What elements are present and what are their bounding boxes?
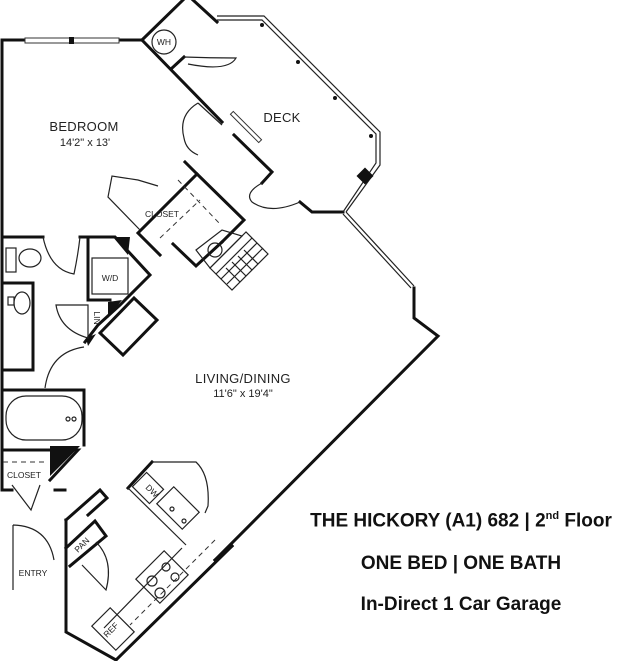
- deck-label: DECK: [263, 110, 300, 125]
- bath-door-swing[interactable]: [42, 236, 81, 275]
- pantry: PAN: [63, 518, 109, 592]
- toilet-icon: [18, 248, 42, 268]
- bedroom-deck-door-swing[interactable]: [182, 102, 199, 156]
- bedroom-window: [24, 37, 120, 44]
- wh-door-swing[interactable]: [183, 56, 238, 68]
- floor-number: 2: [535, 510, 546, 532]
- title-separator: |: [524, 510, 530, 532]
- bedroom-closet-label: CLOSET: [145, 209, 179, 219]
- bedroom-dimensions: 14'2" x 13': [60, 137, 110, 149]
- living-dining-dimensions: 11'6" x 19'4": [213, 388, 273, 400]
- refrigerator-icon: [90, 606, 136, 652]
- entry-closet: CLOSET: [0, 446, 82, 512]
- toilet-tank: [5, 247, 17, 273]
- bedroom-closet: CLOSET: [107, 159, 247, 258]
- deck-railing: [217, 15, 415, 289]
- washer-dryer-icon: [91, 257, 129, 295]
- entry-door-swing[interactable]: [12, 524, 55, 590]
- entry-closet-label: CLOSET: [7, 470, 41, 480]
- deck-door-swing[interactable]: [249, 182, 301, 210]
- bathtub-icon: [5, 395, 83, 441]
- unit-title: THE HICKORY (A1) 682 | 2nd Floor: [300, 510, 622, 532]
- linen-door-swing[interactable]: [55, 304, 89, 339]
- water-heater-icon: [151, 29, 177, 55]
- garage-info: In-Direct 1 Car Garage: [360, 594, 562, 615]
- refrigerator-label: REF: [101, 620, 120, 639]
- living-dining-label: LIVING/DINING: [195, 371, 291, 386]
- pantry-door-swing[interactable]: [81, 541, 109, 592]
- bathroom: [0, 235, 90, 447]
- fireplace: [170, 229, 269, 291]
- bath2-door-swing[interactable]: [44, 346, 85, 389]
- floor-word: Floor: [564, 510, 612, 532]
- water-heater-label: WH: [157, 37, 171, 47]
- unit-name: THE HICKORY (A1) 682: [310, 510, 520, 532]
- washer-dryer-label: W/D: [102, 273, 119, 283]
- dishwasher-icon: [131, 471, 165, 505]
- deck-post: [356, 167, 374, 185]
- sliding-door: [229, 110, 263, 144]
- floor-suffix: nd: [545, 510, 560, 522]
- laundry-linen: W/D LIN: [44, 235, 160, 389]
- dishwasher-label: DW: [144, 482, 161, 499]
- sink-icon: [13, 291, 31, 315]
- sink-kitchen-icon: [155, 485, 201, 531]
- bed-bath-info: ONE BED | ONE BATH: [360, 553, 562, 574]
- range-icon: [134, 549, 190, 605]
- kitchen-island: [152, 461, 209, 514]
- entry-label: ENTRY: [19, 568, 48, 578]
- linen-label: LIN: [92, 311, 102, 324]
- bedroom-label: BEDROOM: [49, 119, 118, 134]
